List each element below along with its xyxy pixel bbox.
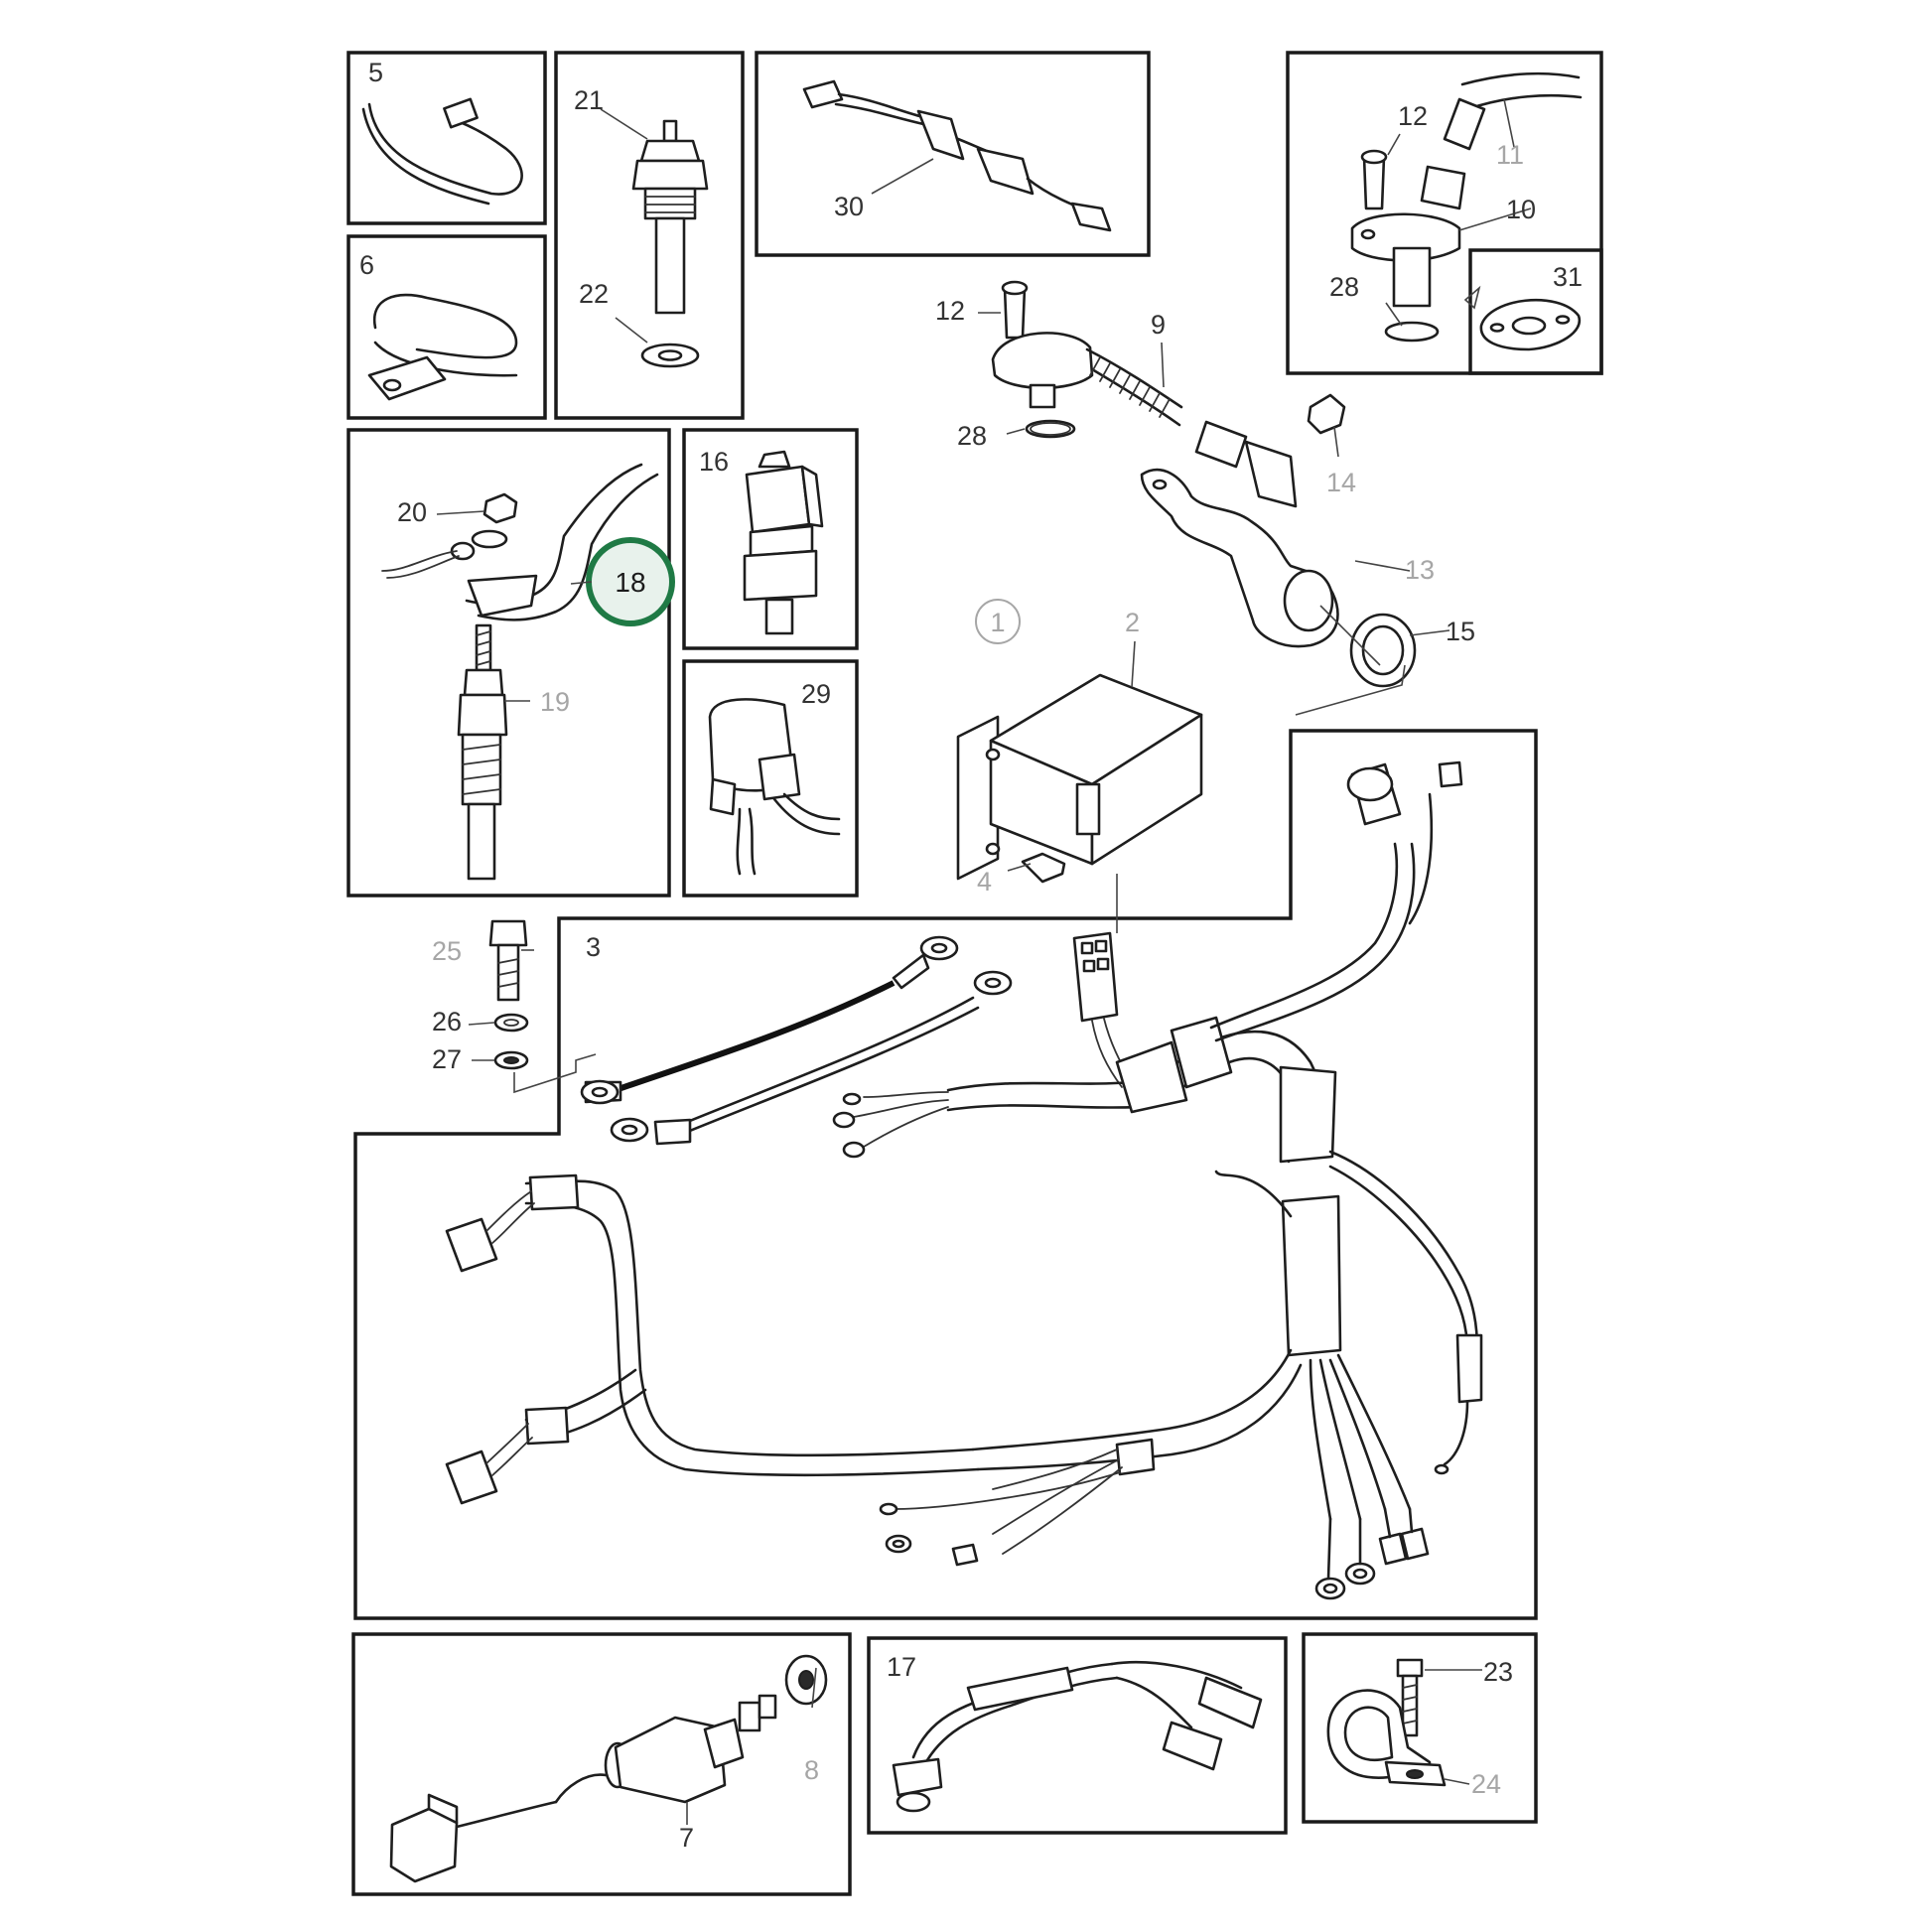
label-part-2: 2 xyxy=(1125,608,1140,637)
label-part-22: 22 xyxy=(579,279,609,309)
pipe-clamp-icon xyxy=(1326,1658,1447,1787)
label-part-26: 26 xyxy=(432,1007,462,1036)
label-part-12-top: 12 xyxy=(1398,101,1428,131)
label-part-4: 4 xyxy=(977,867,992,897)
label-part-5: 5 xyxy=(368,58,383,87)
label-part-23: 23 xyxy=(1483,1657,1513,1687)
label-part-28-mid: 28 xyxy=(957,421,987,451)
stop-solenoid-icon xyxy=(389,1654,828,1883)
label-part-15: 15 xyxy=(1446,617,1475,646)
control-unit-icon xyxy=(956,673,1203,884)
label-part-17: 17 xyxy=(887,1652,916,1682)
panel-part-17 xyxy=(867,1636,1288,1835)
dual-sensor-cable-icon xyxy=(892,1661,1263,1813)
label-part-19: 19 xyxy=(540,687,570,717)
label-part-31: 31 xyxy=(1553,262,1583,292)
pressure-switch-icon xyxy=(743,450,824,635)
label-part-27: 27 xyxy=(432,1044,462,1074)
panel-part-6 xyxy=(346,234,547,420)
label-part-24: 24 xyxy=(1471,1769,1501,1799)
label-part-25: 25 xyxy=(432,936,462,966)
label-part-11: 11 xyxy=(1496,140,1524,170)
wiring-harness-icon xyxy=(445,760,1483,1600)
label-part-13: 13 xyxy=(1405,555,1435,585)
temperature-sensor-icon xyxy=(631,119,709,368)
panel-part-31 xyxy=(1468,248,1603,375)
relay-icon xyxy=(708,698,841,876)
speed-sensor-assembly-icon xyxy=(1350,71,1583,343)
panel-part-29 xyxy=(682,659,859,897)
sensor-cable-icon xyxy=(802,79,1112,232)
label-part-12-mid: 12 xyxy=(935,296,965,326)
label-part-30: 30 xyxy=(834,192,864,221)
panel-part-18-19-20 xyxy=(346,428,671,897)
bolt-and-washers-icon xyxy=(488,919,529,1070)
panel-part-30 xyxy=(755,51,1151,257)
panel-part-21-22 xyxy=(554,51,745,420)
panel-part-10-11 xyxy=(1286,51,1603,375)
panel-part-7-8 xyxy=(351,1632,852,1896)
label-part-3: 3 xyxy=(586,932,601,962)
cable-clip-icon xyxy=(367,293,518,401)
panel-frames xyxy=(346,51,1603,1896)
label-part-20: 20 xyxy=(397,497,427,527)
panel-part-16 xyxy=(682,428,859,650)
label-part-28-top: 28 xyxy=(1329,272,1359,302)
label-part-14: 14 xyxy=(1326,468,1356,497)
highlighted-part-marker[interactable]: 18 xyxy=(570,537,675,626)
label-part-10: 10 xyxy=(1506,195,1536,224)
label-part-9: 9 xyxy=(1151,310,1166,340)
panel-part-23-24 xyxy=(1302,1632,1538,1824)
label-part-1: 1 xyxy=(990,608,1005,637)
label-part-6: 6 xyxy=(359,250,374,280)
cable-tie-icon xyxy=(361,97,523,206)
panel-part-3-harness xyxy=(353,729,1538,1620)
glow-plug-assembly-icon xyxy=(381,463,659,881)
label-part-7: 7 xyxy=(679,1823,694,1853)
part-number-labels: 5 6 21 22 30 12 11 10 28 31 12 9 28 14 1… xyxy=(359,58,1583,1853)
sensor-with-bracket-icon xyxy=(991,280,1417,688)
label-part-29: 29 xyxy=(801,679,831,709)
label-part-21: 21 xyxy=(574,85,604,115)
label-part-18[interactable]: 18 xyxy=(615,567,645,598)
flange-plate-icon xyxy=(1479,298,1582,351)
panel-part-5 xyxy=(346,51,547,225)
reference-circle xyxy=(975,599,1021,644)
label-part-8: 8 xyxy=(804,1755,819,1785)
leader-lines xyxy=(436,98,1532,1785)
label-part-16: 16 xyxy=(699,447,729,477)
